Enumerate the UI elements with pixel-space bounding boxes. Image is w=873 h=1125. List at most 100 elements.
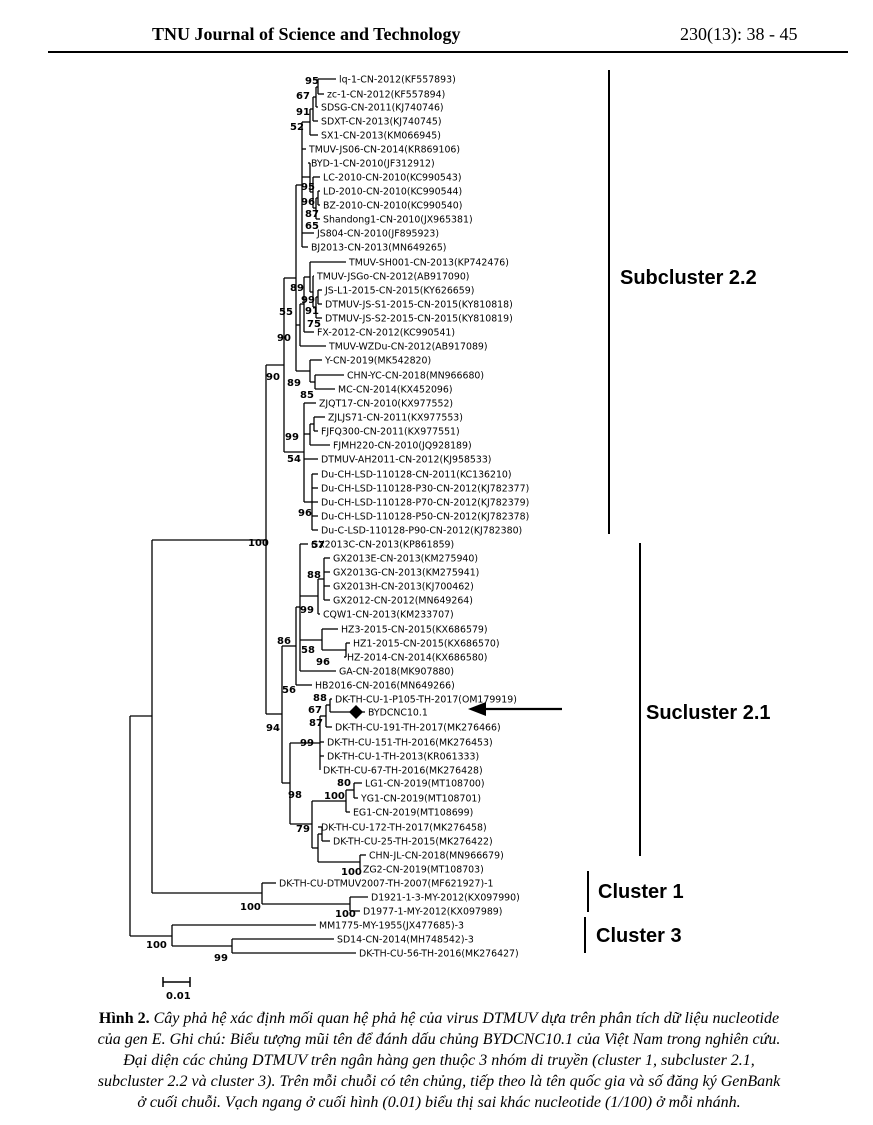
leaf-label: DK-TH-CU-25-TH-2015(MK276422) xyxy=(333,837,493,848)
caption-line-1: Cây phả hệ xác định mối quan hệ phả hệ c… xyxy=(153,1010,780,1027)
leaf-label: CHN-JL-CN-2018(MN966679) xyxy=(369,851,504,862)
leaf-label: DK-TH-CU-DTMUV2007-TH-2007(MF621927)-1 xyxy=(279,879,494,890)
leaf-label: GX2013H-CN-2013(KJ700462) xyxy=(333,582,474,593)
leaf-label: HB2016-CN-2016(MN649266) xyxy=(315,681,455,692)
header-rule xyxy=(48,51,848,53)
leaf-label: Du-CH-LSD-110128-P30-CN-2012(KJ782377) xyxy=(321,484,529,495)
caption-line-4: subcluster 2.2 và cluster 3). Trên mỗi c… xyxy=(97,1073,781,1090)
leaf-label: DK-TH-CU-151-TH-2016(MK276453) xyxy=(327,738,493,749)
leaf-label: HZ1-2015-CN-2015(KX686570) xyxy=(353,639,500,650)
leaf-label: DK-TH-CU-1-TH-2013(KR061333) xyxy=(327,752,479,763)
bootstrap-value: 57 xyxy=(311,540,325,551)
bootstrap-value: 100 xyxy=(240,902,261,913)
bootstrap-value: 90 xyxy=(266,372,280,383)
leaf-label: ZJLJS71-CN-2011(KX977553) xyxy=(328,413,463,424)
leaf-label: TMUV-WZDu-CN-2012(AB917089) xyxy=(328,342,488,353)
leaf-label: LD-2010-CN-2010(KC990544) xyxy=(323,187,462,198)
journal-title: TNU Journal of Science and Technology xyxy=(152,24,461,44)
leaf-label: MM1775-MY-1955(JX477685)-3 xyxy=(319,921,464,932)
leaf-label: BZ-2010-CN-2010(KC990540) xyxy=(323,201,462,212)
page-header: TNU Journal of Science and Technology 23… xyxy=(0,0,873,54)
leaf-label: DTMUV-JS-S1-2015-CN-2015(KY810818) xyxy=(325,300,513,311)
bootstrap-value: 87 xyxy=(305,209,319,220)
leaf-label: BYD-1-CN-2010(JF312912) xyxy=(311,159,435,170)
leaf-label: ZG2-CN-2019(MT108703) xyxy=(363,865,484,876)
bootstrap-value: 94 xyxy=(266,723,280,734)
leaf-label: DK-TH-CU-1-P105-TH-2017(OM179919) xyxy=(335,695,517,706)
leaf-label: YG1-CN-2019(MT108701) xyxy=(360,794,481,805)
leaf-label: HZ3-2015-CN-2015(KX686579) xyxy=(341,625,488,636)
strain-marker-icon xyxy=(349,705,363,719)
bootstrap-value: 91 xyxy=(296,107,310,118)
leaf-label: DK-TH-CU-56-TH-2016(MK276427) xyxy=(359,949,519,960)
leaf-label: D1921-1-3-MY-2012(KX097990) xyxy=(371,893,520,904)
leaf-label: MC-CN-2014(KX452096) xyxy=(338,385,453,396)
bootstrap-value: 99 xyxy=(300,605,314,616)
leaf-label: Du-C-LSD-110128-P90-CN-2012(KJ782380) xyxy=(321,526,522,537)
leaf-label: Du-CH-LSD-110128-CN-2011(KC136210) xyxy=(321,470,512,481)
leaf-label: DK-TH-CU-172-TH-2017(MK276458) xyxy=(321,823,487,834)
leaf-label: SD14-CN-2014(MH748542)-3 xyxy=(337,935,474,946)
leaf-label: BJ2013-CN-2013(MN649265) xyxy=(311,243,446,254)
leaf-label: DK-TH-CU-67-TH-2016(MK276428) xyxy=(323,766,483,777)
bootstrap-value: 56 xyxy=(282,685,296,696)
bootstrap-value: 96 xyxy=(298,508,312,519)
leaf-label: GX2012-CN-2012(MN649264) xyxy=(333,596,473,607)
leaf-label: LC-2010-CN-2010(KC990543) xyxy=(323,173,461,184)
cluster-label: Subcluster 2.2 xyxy=(620,267,757,289)
leaf-label: TMUV-JSGo-CN-2012(AB917090) xyxy=(316,272,469,283)
leaf-label: SDXT-CN-2013(KJ740745) xyxy=(321,117,442,128)
bootstrap-value: 89 xyxy=(287,378,301,389)
issue-number: 230(13): 38 - 45 xyxy=(680,24,798,44)
bootstrap-value: 99 xyxy=(285,432,299,443)
cluster-label: Cluster 3 xyxy=(596,925,682,947)
bootstrap-value: 85 xyxy=(300,390,314,401)
bootstrap-value: 58 xyxy=(301,645,315,656)
leaf-label: Du-CH-LSD-110128-P70-CN-2012(KJ782379) xyxy=(321,498,529,509)
bootstrap-value: 89 xyxy=(290,283,304,294)
bootstrap-value: 99 xyxy=(300,738,314,749)
leaf-label: DTMUV-AH2011-CN-2012(KJ958533) xyxy=(321,455,491,466)
leaf-label: EG1-CN-2019(MT108699) xyxy=(353,808,473,819)
bootstrap-value: 95 xyxy=(301,182,315,193)
bootstrap-value: 67 xyxy=(296,91,310,102)
bootstrap-value: 91 xyxy=(305,306,319,317)
bootstrap-value: 80 xyxy=(337,778,351,789)
bootstrap-value: 99 xyxy=(301,295,315,306)
scale-label: 0.01 xyxy=(166,991,191,1002)
cluster-label: Cluster 1 xyxy=(598,881,684,903)
leaf-label: lq-1-CN-2012(KF557893) xyxy=(339,75,456,86)
leaf-label: D1977-1-MY-2012(KX097989) xyxy=(363,907,502,918)
leaf-label: LG1-CN-2019(MT108700) xyxy=(365,779,485,790)
bootstrap-value: 100 xyxy=(146,940,167,951)
bootstrap-value: 75 xyxy=(307,319,321,330)
phylogenetic-tree: lq-1-CN-2012(KF557893) zc-1-CN-2012(KF557… xyxy=(129,70,771,1002)
bootstrap-value: 100 xyxy=(341,867,362,878)
leaf-label: FJFQ300-CN-2011(KX977551) xyxy=(321,427,460,438)
bootstrap-value: 100 xyxy=(324,791,345,802)
bootstrap-value: 54 xyxy=(287,454,301,465)
bootstrap-value: 88 xyxy=(313,693,327,704)
arrow-icon xyxy=(468,702,486,716)
leaf-label: Y-CN-2019(MK542820) xyxy=(324,356,431,367)
bootstrap-value: 55 xyxy=(279,307,293,318)
leaf-label: DK-TH-CU-191-TH-2017(MK276466) xyxy=(335,723,501,734)
leaf-label: HZ-2014-CN-2014(KX686580) xyxy=(347,653,487,664)
bootstrap-value: 90 xyxy=(277,333,291,344)
bootstrap-value: 99 xyxy=(214,953,228,964)
bootstrap-value: 65 xyxy=(305,221,319,232)
bootstrap-value: 100 xyxy=(335,909,356,920)
leaf-label: FJMH220-CN-2010(JQ928189) xyxy=(333,441,472,452)
figure-caption: Hình 2. Cây phả hệ xác định mối quan hệ … xyxy=(24,1008,854,1113)
leaf-label: DTMUV-JS-S2-2015-CN-2015(KY810819) xyxy=(325,314,513,325)
leaf-label: CHN-YC-CN-2018(MN966680) xyxy=(347,371,484,382)
caption-line-2: của gen E. Ghi chú: Biểu tượng mũi tên đ… xyxy=(97,1031,781,1048)
bootstrap-value: 98 xyxy=(288,790,302,801)
leaf-label: zc-1-CN-2012(KF557894) xyxy=(327,90,445,101)
bootstrap-value: 86 xyxy=(277,636,291,647)
leaf-label: GX2013G-CN-2013(KM275941) xyxy=(333,568,479,579)
leaf-label: Shandong1-CN-2010(JX965381) xyxy=(323,215,473,226)
leaf-label: SDSG-CN-2011(KJ740746) xyxy=(321,103,444,114)
leaf-label: GX2013E-CN-2013(KM275940) xyxy=(333,554,478,565)
leaf-label: GA-CN-2018(MK907880) xyxy=(339,667,454,678)
